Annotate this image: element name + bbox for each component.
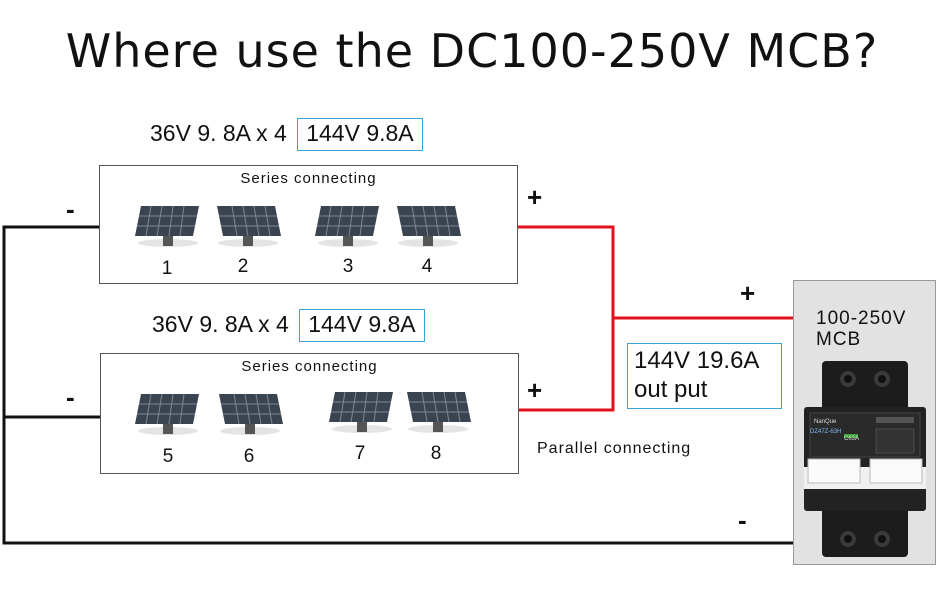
mcb-panel: 100-250V MCB NanQue DZ47Z-63H C63A [793, 280, 936, 565]
output-line-2: out put [634, 376, 708, 403]
solar-panel-icon [397, 205, 461, 247]
panel-number: 3 [342, 256, 354, 277]
string2-plus-sign: + [527, 375, 543, 405]
solar-panel-icon [315, 205, 379, 247]
string1-caption: Series connecting [240, 170, 377, 187]
string2-caption: Series connecting [241, 358, 378, 375]
mcb-label-line-2: MCB [816, 329, 862, 350]
page-title: Where use the DC100-250V MCB? [65, 24, 879, 78]
mcb-breaker-icon [804, 361, 926, 557]
panel-number: 8 [430, 443, 442, 464]
panel-number: 5 [162, 446, 174, 467]
mcb-brand: NanQue [814, 419, 837, 425]
solar-panel-icon [407, 391, 471, 433]
mcb-rating: C63A [844, 436, 860, 442]
string1-box: Series connecting 1 2 3 4 [99, 165, 518, 284]
string2-spec-box: 144V 9.8A [299, 309, 425, 342]
string2-minus-sign: - [66, 382, 75, 412]
mcb-model: DZ47Z-63H [810, 429, 842, 435]
string1-spec-text: 36V 9. 8A x 4 [150, 120, 287, 146]
mcb-minus-sign: - [738, 505, 747, 535]
mcb-plus-sign: + [740, 278, 756, 308]
string2-spec-text: 36V 9. 8A x 4 [152, 311, 289, 337]
mcb-label: 100-250V MCB [816, 308, 906, 350]
solar-panel-icon [135, 205, 199, 247]
string1-spec: 36V 9. 8A x 4 144V 9.8A [150, 118, 423, 151]
solar-panel-icon [219, 393, 283, 435]
panel-number: 2 [237, 256, 249, 277]
panel-number: 1 [161, 258, 173, 279]
string2-box: Series connecting 5 6 7 8 [100, 353, 519, 474]
string1-minus-sign: - [66, 194, 75, 224]
panel-number: 6 [243, 446, 255, 467]
parallel-label: Parallel connecting [537, 440, 692, 457]
mcb-label-line-1: 100-250V [816, 308, 907, 329]
solar-panel-icon [135, 393, 199, 435]
solar-panel-icon [329, 391, 393, 433]
output-line-1: 144V 19.6A [634, 347, 760, 374]
panel-number: 4 [421, 256, 433, 277]
panel-number: 7 [354, 443, 366, 464]
string1-spec-box: 144V 9.8A [297, 118, 423, 151]
negative-wire-string1 [2, 225, 793, 545]
string2-spec: 36V 9. 8A x 4 144V 9.8A [152, 309, 425, 342]
string1-plus-sign: + [527, 182, 543, 212]
output-spec-box: 144V 19.6A out put [627, 343, 782, 409]
solar-panel-icon [217, 205, 281, 247]
